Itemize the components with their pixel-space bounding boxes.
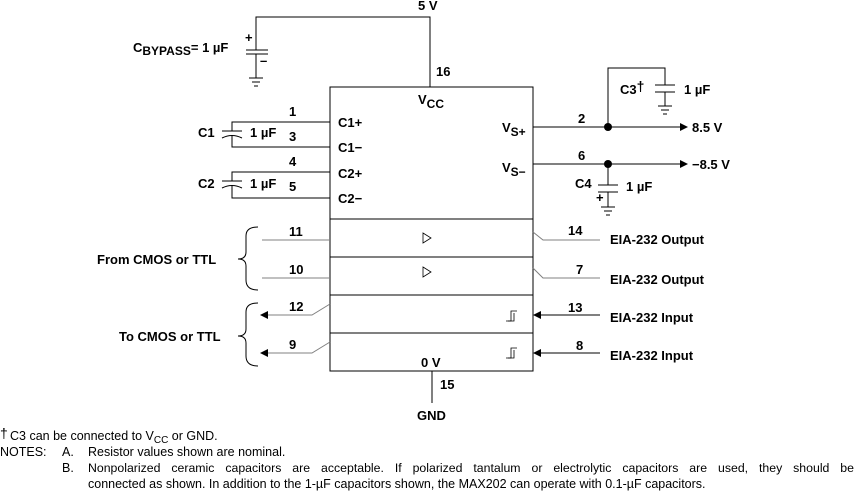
r2-input-arrow <box>533 349 541 357</box>
r2-schmitt-icon <box>506 347 517 359</box>
pin-vsm-label: VS− <box>502 160 526 179</box>
bypass-capacitor <box>246 49 268 87</box>
c3-wire <box>607 67 666 127</box>
t1-driver-icon <box>422 232 432 244</box>
c4-ground-icon <box>601 206 615 216</box>
vcc-wire <box>255 16 431 87</box>
pin-r2in-number: 8 <box>576 338 583 353</box>
t1-output-wire <box>532 231 600 241</box>
pin-vsp-label: VS+ <box>502 120 526 139</box>
eia-input-1-label: EIA-232 Input <box>610 310 694 325</box>
pin-c2p-label: C2+ <box>338 166 363 181</box>
pin-vcc-number: 16 <box>436 64 450 79</box>
vcc-pin-label: VCC <box>418 92 444 111</box>
c1-plate <box>221 135 243 139</box>
bypass-plus-sign: + <box>245 30 253 45</box>
gnd-label: GND <box>417 408 446 423</box>
r1-output-arrow <box>260 311 268 319</box>
circuit-diagram: 5 V 16 VCC + – CBYPASS= 1 µF 1 3 C1+ C1−… <box>97 0 730 423</box>
notes-label: NOTES: <box>0 445 47 459</box>
pin-vsm-number: 6 <box>578 148 585 163</box>
r1-schmitt-icon <box>508 313 515 322</box>
vsm-arrow <box>680 160 688 168</box>
c2-plate <box>221 185 243 189</box>
r2-schmitt-icon <box>508 350 515 359</box>
c4-name: C4 <box>575 176 592 191</box>
pin-t1out-number: 14 <box>568 223 583 238</box>
c2-plus-wire <box>231 171 330 181</box>
pin-r1in-number: 13 <box>568 300 582 315</box>
r1-input-arrow <box>533 311 541 319</box>
c3-value: 1 µF <box>684 82 710 97</box>
pin-gnd-number: 15 <box>440 377 454 392</box>
vsp-voltage: 8.5 V <box>692 120 723 135</box>
note-b-continued: connected as shown. In addition to the 1… <box>0 476 856 492</box>
t2-driver-icon <box>422 266 432 278</box>
pin-vsp-number: 2 <box>578 111 585 126</box>
c3-ground-icon <box>658 105 672 115</box>
r2-output-wire <box>268 341 331 354</box>
r1-schmitt-icon <box>506 310 517 322</box>
pin-c2m-number: 5 <box>289 179 296 194</box>
dagger-mark: † <box>0 425 8 441</box>
c2-minus-wire <box>231 186 330 199</box>
note-a: NOTES: A. Resistor values shown are nomi… <box>0 444 856 460</box>
pin-t2out-number: 7 <box>576 262 583 277</box>
c3-footnote: † C3 can be connected to VCC or GND. <box>0 425 856 446</box>
pin-c1p-label: C1+ <box>338 115 363 130</box>
note-b-line1: Nonpolarized ceramic capacitors are acce… <box>88 461 854 475</box>
pin-r2out-number: 9 <box>289 337 296 352</box>
eia-output-2-label: EIA-232 Output <box>610 272 705 287</box>
to-cmos-label: To CMOS or TTL <box>119 329 221 344</box>
bypass-minus-sign: – <box>260 53 267 68</box>
pin-c1m-label: C1− <box>338 140 363 155</box>
vcc-voltage-label: 5 V <box>418 0 438 13</box>
pin-c1m-number: 3 <box>289 129 296 144</box>
from-cmos-brace <box>237 226 259 291</box>
note-b: B. Nonpolarized ceramic capacitors are a… <box>0 460 856 476</box>
gnd-pin-label: 0 V <box>421 355 441 370</box>
pin-c2m-label: C2− <box>338 191 363 206</box>
c3-note-text: C3 can be connected to VCC or GND. <box>10 429 218 446</box>
t2-output-wire <box>532 267 600 279</box>
c1-minus-wire <box>231 135 330 148</box>
c2-value: 1 µF <box>250 176 276 191</box>
vsm-voltage: −8.5 V <box>692 157 730 172</box>
c3-name: C3† <box>620 78 644 97</box>
note-a-text: Resistor values shown are nominal. <box>88 445 286 459</box>
bypass-capacitor-label: CBYPASS= 1 µF <box>133 40 228 58</box>
figure-notes: † C3 can be connected to VCC or GND. NOT… <box>0 425 856 492</box>
eia-output-1-label: EIA-232 Output <box>610 232 705 247</box>
from-cmos-label: From CMOS or TTL <box>97 252 216 267</box>
pin-t1in-number: 11 <box>289 224 303 239</box>
c1-value: 1 µF <box>250 125 276 140</box>
note-a-letter: A. <box>62 445 74 459</box>
pin-r1out-number: 12 <box>289 299 303 314</box>
pin-t2in-number: 10 <box>289 262 303 277</box>
note-b-letter: B. <box>62 461 74 475</box>
note-b-line2: connected as shown. In addition to the 1… <box>88 477 706 491</box>
r2-output-arrow <box>260 349 268 357</box>
c4-value: 1 µF <box>626 179 652 194</box>
c1-name: C1 <box>198 125 215 140</box>
eia-input-2-label: EIA-232 Input <box>610 348 694 363</box>
c4-plus-sign: + <box>596 190 604 205</box>
pin-c1p-number: 1 <box>289 104 296 119</box>
c2-name: C2 <box>198 176 215 191</box>
vsp-arrow <box>680 123 688 131</box>
pin-c2p-number: 4 <box>289 154 297 169</box>
r1-output-wire <box>268 303 331 316</box>
c1-plus-wire <box>231 121 330 131</box>
to-cmos-brace <box>237 302 259 367</box>
